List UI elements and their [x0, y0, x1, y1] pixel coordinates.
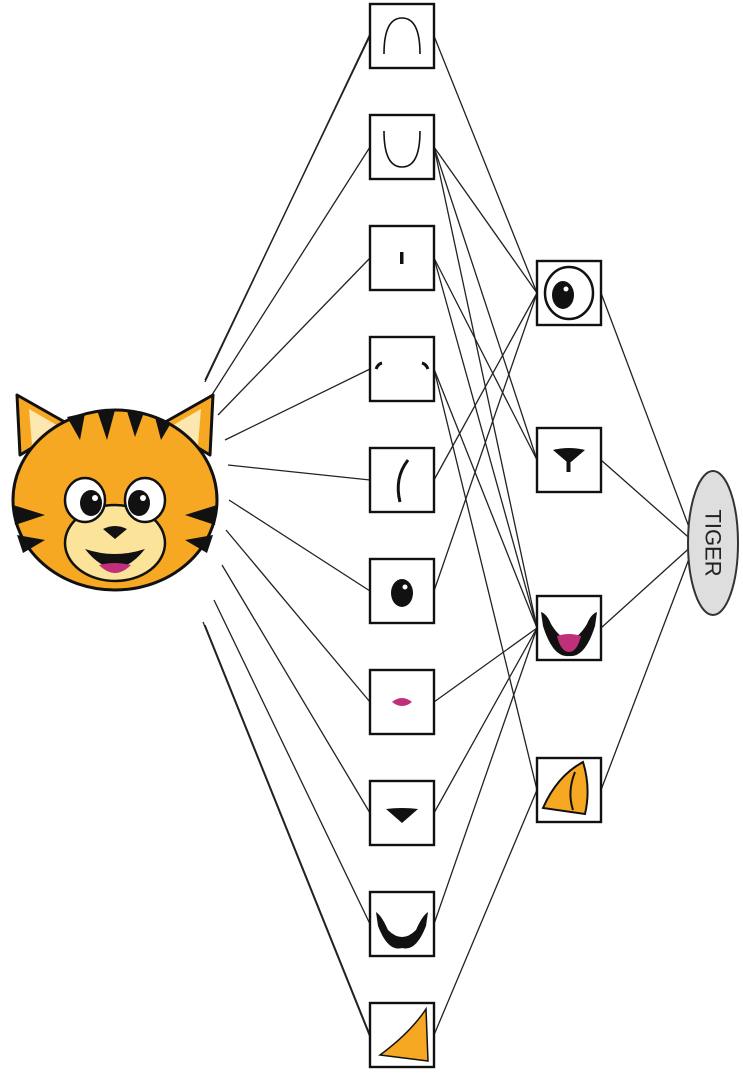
part-box [535, 426, 603, 494]
network-nodes [11, 2, 603, 1069]
hidden-edge [433, 146, 538, 294]
l1-2-node [368, 224, 436, 292]
l2-0-node [535, 259, 603, 327]
curve-stroke-icon [396, 459, 410, 503]
feature-box [368, 446, 436, 514]
output-edge [600, 542, 696, 629]
nose-tip-icon [386, 808, 418, 823]
l1-6-node [368, 668, 436, 736]
hidden-edge [433, 257, 538, 461]
ear-fragment-icon [378, 1006, 429, 1062]
ear-icon [541, 760, 589, 816]
l1-3-node [368, 335, 436, 403]
l1-5-node [368, 557, 436, 625]
mouth-outline-icon [376, 912, 428, 949]
lower-arc-icon [383, 130, 421, 168]
input-edge [209, 146, 371, 399]
hidden-edge [433, 368, 538, 629]
input-edge [228, 499, 371, 592]
input-edge [213, 599, 371, 925]
l1-0-node [368, 2, 436, 70]
feature-box [368, 113, 436, 181]
output-edge [600, 459, 696, 544]
l1-4-node [368, 446, 436, 514]
input-edge [204, 33, 371, 383]
output-edge [600, 292, 696, 544]
connection-lines [202, 33, 696, 1038]
input-edge [225, 529, 371, 703]
hidden-edge [433, 368, 538, 791]
input-edge [202, 621, 371, 1038]
l2-2-node [535, 594, 603, 662]
l2-3-node [535, 756, 603, 824]
tongue-icon [392, 698, 412, 706]
output-edge [600, 542, 696, 791]
output-ellipse [687, 470, 739, 616]
feature-box [368, 335, 436, 403]
output-label: TIGER [701, 509, 726, 576]
feature-box [368, 2, 436, 70]
l1-9-node [368, 1001, 436, 1069]
output-node: TIGER [687, 470, 739, 616]
input-edge [217, 257, 371, 416]
feature-box [368, 557, 436, 625]
l1-8-node [368, 890, 436, 958]
input-edge [227, 464, 371, 481]
hidden-edge [433, 146, 538, 461]
hidden-edge [433, 257, 538, 629]
hidden-edge [433, 789, 538, 1036]
hidden-edge [433, 627, 538, 925]
brow-marks-icon [374, 361, 430, 370]
eye-icon [543, 265, 595, 321]
short-stroke-icon [400, 252, 404, 264]
tiger-face-icon [11, 393, 219, 592]
hidden-edge [433, 35, 538, 294]
upper-arc-icon [383, 17, 421, 55]
l1-7-node [368, 779, 436, 847]
pupil-icon [391, 579, 413, 607]
l1-1-node [368, 113, 436, 181]
nose-icon [553, 448, 585, 472]
l2-1-node [535, 426, 603, 494]
hidden-edge [433, 627, 538, 703]
input-edge [221, 564, 371, 814]
mouth-icon [541, 612, 597, 657]
hidden-edge [433, 292, 538, 481]
input-edge [204, 624, 371, 1036]
input-edge [224, 368, 371, 441]
hidden-edge [433, 627, 538, 814]
